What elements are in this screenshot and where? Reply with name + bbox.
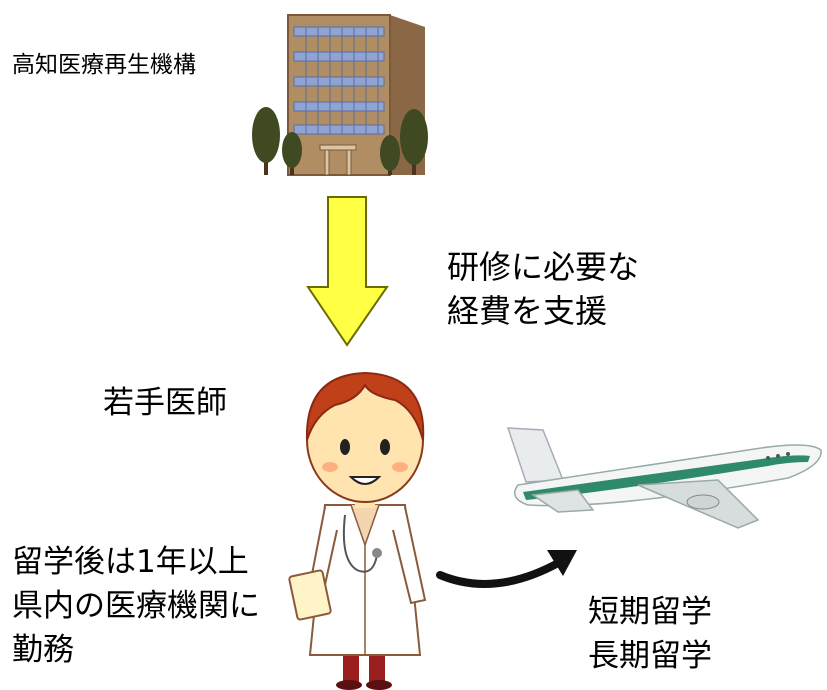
curved-arrow-icon: [436, 550, 577, 588]
airplane-icon: [506, 427, 822, 529]
short-term-study-label: 短期留学: [588, 594, 712, 630]
condition-description: 留学後は1年以上 県内の医療機関に 勤務: [12, 540, 260, 672]
condition-line-3: 勤務: [12, 632, 74, 668]
hospital-building-icon: [252, 14, 428, 176]
support-description: 研修に必要な 経費を支援: [447, 245, 639, 333]
long-term-study-label: 長期留学: [588, 638, 712, 674]
support-line-2: 経費を支援: [447, 292, 608, 330]
doctor-label: 若手医師: [103, 385, 227, 421]
down-arrow-icon: [306, 196, 389, 347]
condition-line-2: 県内の医療機関に: [12, 588, 260, 624]
study-types: 短期留学 長期留学: [588, 590, 712, 678]
doctor-illustration-icon: [288, 371, 427, 690]
organization-label: 高知医療再生機構: [12, 52, 196, 78]
support-line-1: 研修に必要な: [447, 248, 640, 286]
condition-line-1: 留学後は1年以上: [12, 544, 249, 580]
